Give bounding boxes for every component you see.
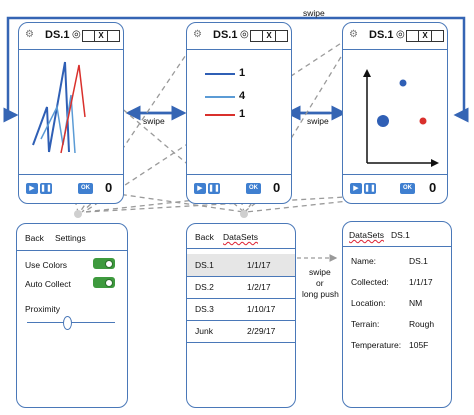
swipe-label-push-1: swipe [309, 267, 331, 277]
collect-icon[interactable]: 0 [429, 180, 437, 195]
use-colors-label: Use Colors [25, 260, 68, 270]
phone-header: ⚙ DS.1 ◎ X [187, 23, 291, 50]
detail-header: DataSets DS.1 [343, 222, 451, 247]
dataset-date: 1/1/17 [247, 260, 271, 270]
dataset-date: 1/10/17 [247, 304, 276, 314]
dataset-name: DS.3 [195, 304, 214, 314]
swipe-label-top: swipe [303, 8, 325, 18]
close-tab-icon[interactable]: X [419, 31, 432, 41]
dataset-name: Junk [195, 326, 213, 336]
ok-button[interactable]: OK [246, 183, 261, 194]
detail-field-label: Location: [351, 298, 386, 308]
scatter-point [399, 79, 407, 87]
swipe-loop-arrow [3, 16, 466, 123]
phone-footer: ▶ ❚❚ OK 0 [343, 174, 447, 203]
tab-group[interactable]: X [406, 30, 444, 42]
settings-target-dot [74, 210, 82, 218]
dataset-date: 2/29/17 [247, 326, 276, 336]
datasets-header: Back DataSets [187, 224, 295, 249]
play-icon[interactable]: ▶ [194, 183, 206, 194]
dataset-row[interactable]: DS.3 1/10/17 [187, 298, 295, 321]
tab-group[interactable]: X [250, 30, 288, 42]
play-icon[interactable]: ▶ [26, 183, 38, 194]
collect-icon[interactable]: 0 [273, 180, 281, 195]
proximity-label: Proximity [25, 304, 60, 314]
dataset-switch-icon[interactable]: ◎ [72, 29, 81, 40]
line-chart [32, 61, 86, 154]
swipe-label-right: swipe [307, 116, 329, 126]
dataset-title: DS.1 [213, 29, 238, 41]
scatter-point [377, 115, 389, 127]
back-button[interactable]: Back [25, 233, 44, 243]
detail-field-label: Temperature: [351, 340, 402, 350]
settings-screen: Back Settings Use Colors Auto Collect Pr… [16, 223, 128, 408]
tab-group[interactable]: X [82, 30, 120, 42]
detail-field-value: 1/1/17 [409, 277, 433, 287]
swipe-label-left: swipe [143, 116, 165, 126]
legend-label-3: 1 [239, 108, 246, 120]
detail-field-label: Collected: [351, 277, 389, 287]
phone-line-chart: ⚙ DS.1 ◎ X ▶ ❚❚ OK 0 [18, 22, 124, 204]
detail-field-value: DS.1 [409, 256, 428, 266]
phone-header: ⚙ DS.1 ◎ X [19, 23, 123, 50]
play-icon[interactable]: ▶ [350, 183, 362, 194]
dataset-name: DS.2 [195, 282, 214, 292]
detail-title: DS.1 [391, 230, 410, 240]
use-colors-toggle[interactable] [93, 258, 115, 269]
detail-field-value: 105F [409, 340, 429, 350]
proximity-slider-thumb[interactable] [62, 316, 72, 330]
close-tab-icon[interactable]: X [263, 31, 276, 41]
legend-label-2: 4 [239, 90, 246, 102]
dataset-title: DS.1 [369, 29, 394, 41]
dataset-row[interactable]: Junk 2/29/17 [187, 320, 295, 343]
collect-icon[interactable]: 0 [105, 180, 113, 195]
pause-icon[interactable]: ❚❚ [40, 183, 52, 194]
datasets-title: DataSets [223, 232, 258, 242]
swipe-label-push-2: or [316, 278, 324, 288]
auto-collect-label: Auto Collect [25, 279, 71, 289]
ok-button[interactable]: OK [400, 183, 415, 194]
dataset-row[interactable]: DS.2 1/2/17 [187, 276, 295, 299]
settings-gear-icon[interactable]: ⚙ [349, 29, 358, 40]
legend-label-1: 1 [239, 67, 246, 79]
dataset-date: 1/2/17 [247, 282, 271, 292]
settings-header: Back Settings [17, 224, 127, 251]
pause-icon[interactable]: ❚❚ [364, 183, 376, 194]
settings-gear-icon[interactable]: ⚙ [25, 29, 34, 40]
detail-field-label: Name: [351, 256, 377, 266]
phone-footer: ▶ ❚❚ OK 0 [19, 174, 123, 203]
close-tab-icon[interactable]: X [95, 31, 108, 41]
legend-line-1 [205, 73, 235, 75]
dataset-name: DS.1 [195, 260, 214, 270]
settings-gear-icon[interactable]: ⚙ [193, 29, 202, 40]
dataset-row[interactable]: DS.1 1/1/17 [187, 254, 295, 277]
ok-button[interactable]: OK [78, 183, 93, 194]
datasets-target-dot [240, 210, 248, 218]
scatter-point [419, 117, 427, 125]
dataset-title: DS.1 [45, 29, 70, 41]
detail-field-value: NM [409, 298, 423, 308]
dataset-switch-icon[interactable]: ◎ [240, 29, 249, 40]
phone-header: ⚙ DS.1 ◎ X [343, 23, 447, 50]
phone-legend: ⚙ DS.1 ◎ X 1 4 1 ▶ ❚❚ OK 0 [186, 22, 292, 204]
detail-field-label: Terrain: [351, 319, 380, 329]
detail-field-value: Rough [409, 319, 435, 329]
settings-title: Settings [55, 233, 86, 243]
scatter-plot [363, 69, 439, 167]
auto-collect-toggle[interactable] [93, 277, 115, 288]
swipe-label-push-3: long push [302, 289, 339, 299]
back-to-datasets-link[interactable]: DataSets [349, 230, 384, 240]
phone-footer: ▶ ❚❚ OK 0 [187, 174, 291, 203]
legend-line-2 [205, 96, 235, 98]
legend-line-3 [205, 114, 235, 116]
back-button[interactable]: Back [195, 232, 214, 242]
pause-icon[interactable]: ❚❚ [208, 183, 220, 194]
phone-scatter: ⚙ DS.1 ◎ X ▶ ❚❚ OK 0 [342, 22, 448, 204]
dataset-switch-icon[interactable]: ◎ [396, 29, 405, 40]
